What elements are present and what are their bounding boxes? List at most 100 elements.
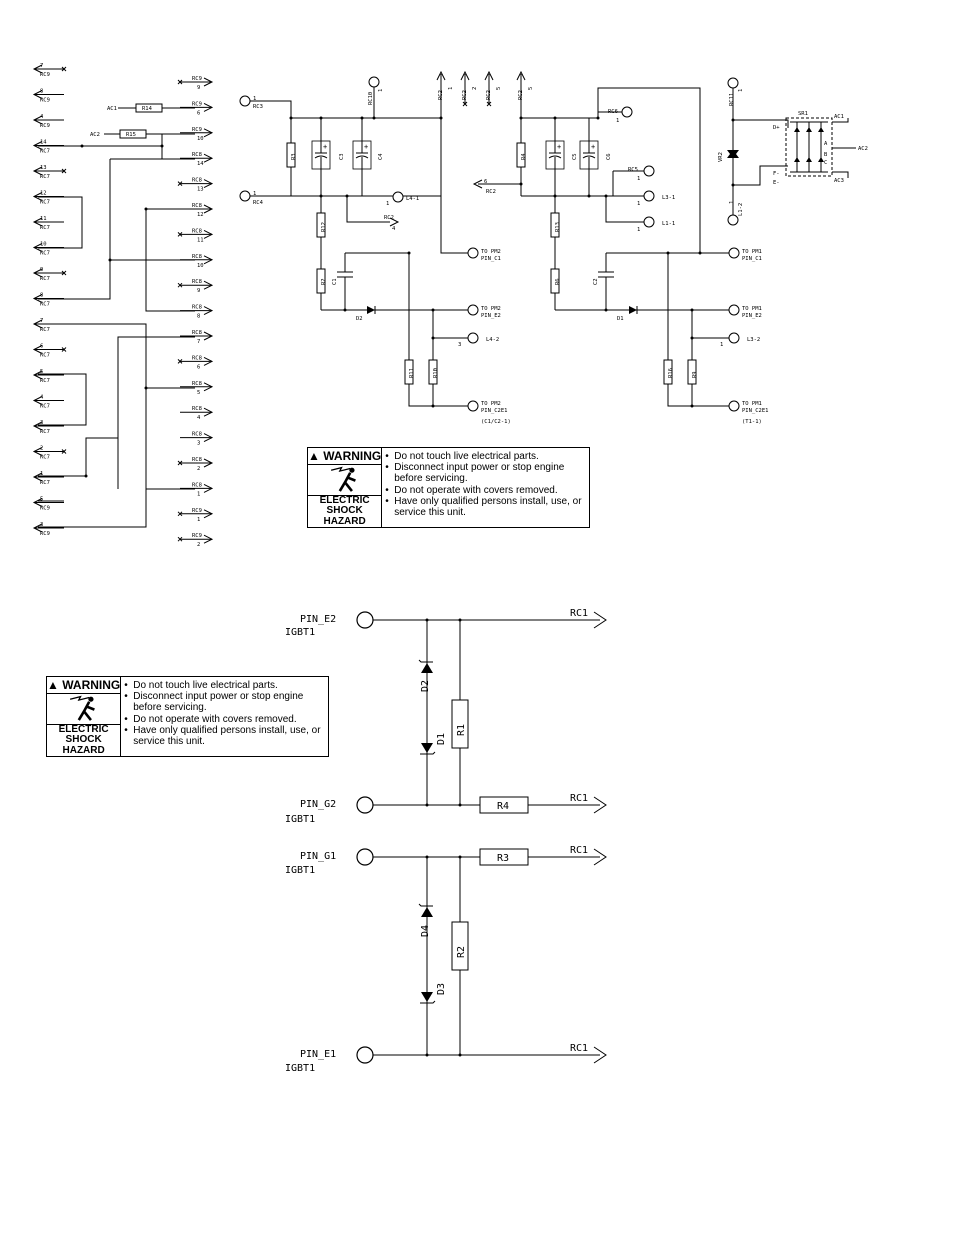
connector-block: 7RC98RC94RC914RC713RC712RC711RC710RC79RC… bbox=[32, 63, 214, 548]
igbt1-label: IGBT1 bbox=[285, 814, 315, 825]
pin-number: 6 bbox=[40, 344, 43, 350]
warning-item: Do not operate with covers removed. bbox=[384, 485, 587, 496]
pin-number: 14 bbox=[197, 161, 204, 167]
connector-label: RC8 bbox=[192, 457, 202, 463]
pin-num: 1 bbox=[637, 227, 640, 233]
d1-label: D1 bbox=[617, 316, 624, 322]
rc2-label: RC2 bbox=[486, 189, 496, 195]
r10-label: R10 bbox=[433, 368, 439, 378]
pin-number: 2 bbox=[40, 446, 43, 452]
warning-label-lower: ▲ WARNING ELECTRIC SHOCK HAZARD Do not t… bbox=[46, 676, 329, 757]
connector-label: RC7 bbox=[40, 302, 50, 308]
pin-number: 10 bbox=[197, 136, 204, 142]
pin-num: 1 bbox=[720, 342, 723, 348]
hazard-line-1: ELECTRIC bbox=[319, 494, 370, 506]
warning-item: Do not operate with covers removed. bbox=[123, 714, 326, 725]
connector-label: RC9 bbox=[40, 72, 50, 78]
pin-number: 13 bbox=[40, 165, 47, 171]
pin-number: 1 bbox=[197, 491, 200, 497]
hazard-line-1: ELECTRIC bbox=[58, 723, 109, 735]
c2-label: C2 bbox=[593, 278, 599, 285]
warning-item: Have only qualified persons install, use… bbox=[384, 496, 587, 518]
rc5-label: RC5 bbox=[628, 167, 638, 173]
connector-label: RC8 bbox=[192, 152, 202, 158]
connector-label: RC9 bbox=[192, 533, 202, 539]
igbt1-label: IGBT1 bbox=[285, 1063, 315, 1074]
pin-num: 2 bbox=[472, 87, 478, 90]
pin-num: 1 bbox=[448, 87, 454, 90]
connector-label: RC7 bbox=[40, 327, 50, 333]
c5-label: C5 bbox=[572, 153, 578, 160]
pin-number: 9 bbox=[197, 85, 200, 91]
pin-num: 1 bbox=[729, 201, 735, 204]
connector-label: RC8 bbox=[192, 355, 202, 361]
pin-number: 14 bbox=[40, 140, 47, 146]
right-connector-row: RC8 2 bbox=[177, 457, 214, 472]
pin-number: 12 bbox=[40, 191, 47, 197]
rc1-label: RC1 bbox=[570, 793, 588, 804]
a-label: A bbox=[824, 141, 828, 147]
rc1-label: RC1 bbox=[570, 608, 588, 619]
pin-number: 2 bbox=[197, 466, 200, 472]
l1-2-label: L1-2 bbox=[738, 203, 744, 216]
rc2-label: RC2 bbox=[518, 90, 524, 100]
connector-label: RC9 bbox=[40, 531, 50, 537]
b-label: B bbox=[824, 152, 828, 158]
warning-title: WARNING bbox=[62, 678, 121, 692]
r3-label: R3 bbox=[497, 853, 509, 864]
vr2-label: VR2 bbox=[718, 152, 724, 162]
right-connector-row: RC9 2 bbox=[177, 533, 214, 548]
connector-label: RC8 bbox=[192, 203, 202, 209]
upper-left-circuit: 1 RC3 1 RC4 RC10 1 RC2 1 RC2 2 RC2 5 bbox=[239, 70, 511, 425]
to-pm2-label: TO PM2 bbox=[481, 306, 501, 312]
warning-title: WARNING bbox=[323, 449, 382, 463]
connector-label: RC8 bbox=[192, 305, 202, 311]
connector-label: RC7 bbox=[40, 378, 50, 384]
rc11-label: RC11 bbox=[729, 93, 735, 106]
pin-number: 3 bbox=[197, 441, 200, 447]
connector-label: RC7 bbox=[40, 149, 50, 155]
to-pm1-label: TO PM1 bbox=[742, 401, 762, 407]
pin-num: 1 bbox=[253, 191, 256, 197]
pin-number: 4 bbox=[40, 114, 44, 120]
d2-label: D2 bbox=[356, 316, 363, 322]
pin-number: 6 bbox=[197, 364, 200, 370]
pin-number: 5 bbox=[40, 369, 43, 375]
pin-c2e1-label: PIN_C2E1 bbox=[742, 408, 769, 414]
pin-number: 9 bbox=[40, 267, 43, 273]
connector-label: RC7 bbox=[40, 404, 50, 410]
ac2-label: AC2 bbox=[858, 146, 868, 152]
pin-number: 4 bbox=[40, 395, 44, 401]
pin-number: 5 bbox=[40, 497, 43, 503]
dplus-label: D+ bbox=[773, 125, 780, 131]
warning-triangle-icon: ▲ bbox=[308, 449, 320, 463]
f-minus-label: F- bbox=[773, 171, 780, 177]
r11-label: R11 bbox=[409, 368, 415, 378]
connector-label: RC7 bbox=[40, 200, 50, 206]
warning-item: Do not touch live electrical parts. bbox=[384, 451, 587, 462]
rc3-label: RC3 bbox=[253, 104, 263, 110]
r2-label: R2 bbox=[321, 278, 327, 285]
rc2-label: RC2 bbox=[384, 215, 394, 221]
pin-num: 6 bbox=[484, 179, 487, 185]
pin-g2-label: PIN_G2 bbox=[300, 799, 336, 810]
pin-number: 2 bbox=[197, 542, 200, 548]
sr1-label: SR1 bbox=[798, 111, 808, 117]
connector-label: RC8 bbox=[192, 254, 202, 260]
connector-label: RC7 bbox=[40, 455, 50, 461]
pin-number: 1 bbox=[197, 517, 200, 523]
